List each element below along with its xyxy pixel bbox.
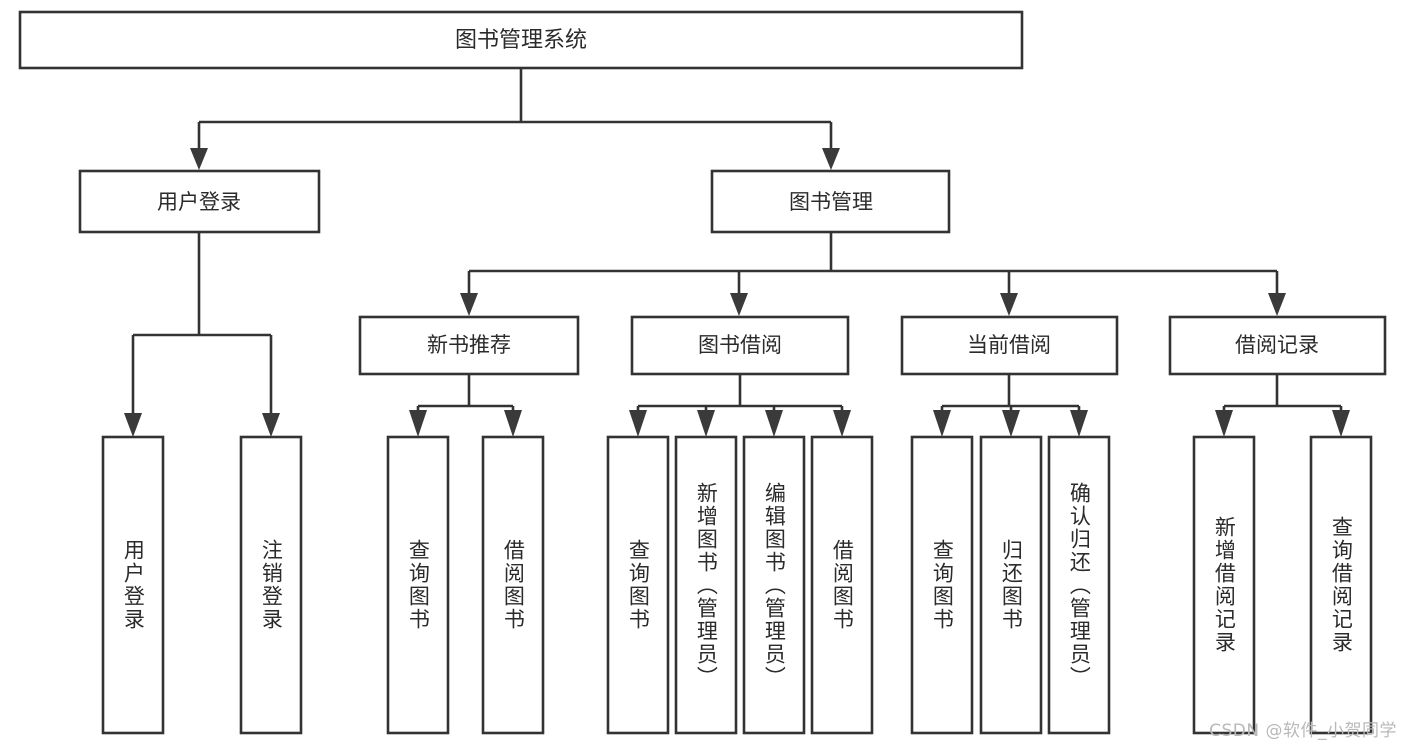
- leaf-box-current-borrow-0[interactable]: [910, 435, 974, 735]
- arrow-head-icon: [1070, 410, 1088, 437]
- connector-root-to-level2: [190, 68, 840, 170]
- node-root[interactable]: 图书管理系统: [18, 10, 1024, 70]
- connector-currentborrow-to-leaves: [933, 374, 1088, 437]
- arrow-head-icon: [765, 410, 783, 437]
- level3-label-1: 图书借阅: [698, 333, 782, 357]
- level3-label-3: 借阅记录: [1235, 333, 1319, 357]
- arrow-head-icon: [1000, 293, 1018, 316]
- leaf-box-user-login-0[interactable]: [101, 435, 165, 735]
- leaf-box-current-borrow-1[interactable]: [979, 435, 1043, 735]
- root-box[interactable]: [18, 10, 1024, 70]
- leaf-box-borrow-record-0[interactable]: [1192, 435, 1256, 735]
- leaf-box-book-borrow-2[interactable]: [742, 435, 806, 735]
- level2-box-0[interactable]: [78, 169, 321, 234]
- leaf-box-new-book-1[interactable]: [481, 435, 545, 735]
- arrow-head-icon: [933, 410, 951, 437]
- node-book-borrow[interactable]: 图书借阅: [630, 315, 850, 376]
- root-label: 图书管理系统: [455, 28, 587, 53]
- leaf-box-new-book-0[interactable]: [386, 435, 450, 735]
- level3-label-0: 新书推荐: [427, 333, 511, 357]
- arrow-head-icon: [1332, 410, 1350, 437]
- arrow-head-icon: [1215, 410, 1233, 437]
- connector-newbook-to-leaves: [409, 374, 522, 437]
- level3-box-0[interactable]: [358, 315, 580, 376]
- node-book-manage[interactable]: 图书管理: [710, 169, 951, 234]
- leaf-box-current-borrow-2[interactable]: [1047, 435, 1111, 735]
- arrow-head-icon: [190, 148, 208, 170]
- level2-label-1: 图书管理: [789, 190, 873, 214]
- level2-label-0: 用户登录: [157, 190, 241, 214]
- node-current-borrow[interactable]: 当前借阅: [900, 315, 1119, 376]
- arrow-head-icon: [833, 410, 851, 437]
- arrow-head-icon: [1268, 293, 1286, 316]
- arrow-head-icon: [697, 410, 715, 437]
- arrow-head-icon: [822, 148, 840, 170]
- arrow-head-icon: [124, 413, 142, 437]
- level3-box-2[interactable]: [900, 315, 1119, 376]
- arrow-head-icon: [730, 293, 748, 316]
- leaf-box-user-login-1[interactable]: [239, 435, 303, 735]
- arrow-head-icon: [504, 410, 522, 437]
- connector-bookborrow-to-leaves: [629, 374, 851, 437]
- leaf-box-borrow-record-1[interactable]: [1309, 435, 1373, 735]
- arrow-head-icon: [1002, 410, 1020, 437]
- level3-label-2: 当前借阅: [967, 333, 1051, 357]
- node-new-book-recommend[interactable]: 新书推荐: [358, 315, 580, 376]
- connector-bookmanage-to-level3: [460, 232, 1286, 316]
- connector-borrowrecord-to-leaves: [1215, 374, 1350, 437]
- arrow-head-icon: [262, 413, 280, 437]
- node-user-login[interactable]: 用户登录: [78, 169, 321, 234]
- arrow-head-icon: [409, 410, 427, 437]
- arrow-head-icon: [460, 293, 478, 316]
- node-borrow-record[interactable]: 借阅记录: [1168, 315, 1387, 376]
- connector-userlogin-to-leaves: [124, 232, 280, 437]
- leaf-box-book-borrow-1[interactable]: [674, 435, 738, 735]
- leaf-box-book-borrow-0[interactable]: [606, 435, 670, 735]
- arrow-head-icon: [629, 410, 647, 437]
- csdn-watermark: CSDN @软件_小贺同学: [1209, 721, 1397, 741]
- leaf-box-book-borrow-3[interactable]: [810, 435, 874, 735]
